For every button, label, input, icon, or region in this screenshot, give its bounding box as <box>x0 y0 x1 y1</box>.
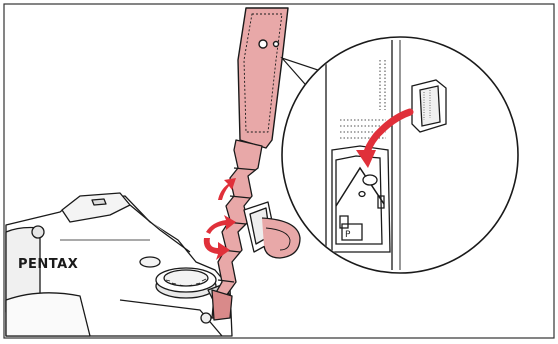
strap-tip-cap-icon <box>412 80 446 132</box>
detail-callout: P <box>282 37 518 273</box>
camera-brand-label: PENTAX <box>18 257 78 272</box>
eyelet-mark: P <box>345 230 351 240</box>
